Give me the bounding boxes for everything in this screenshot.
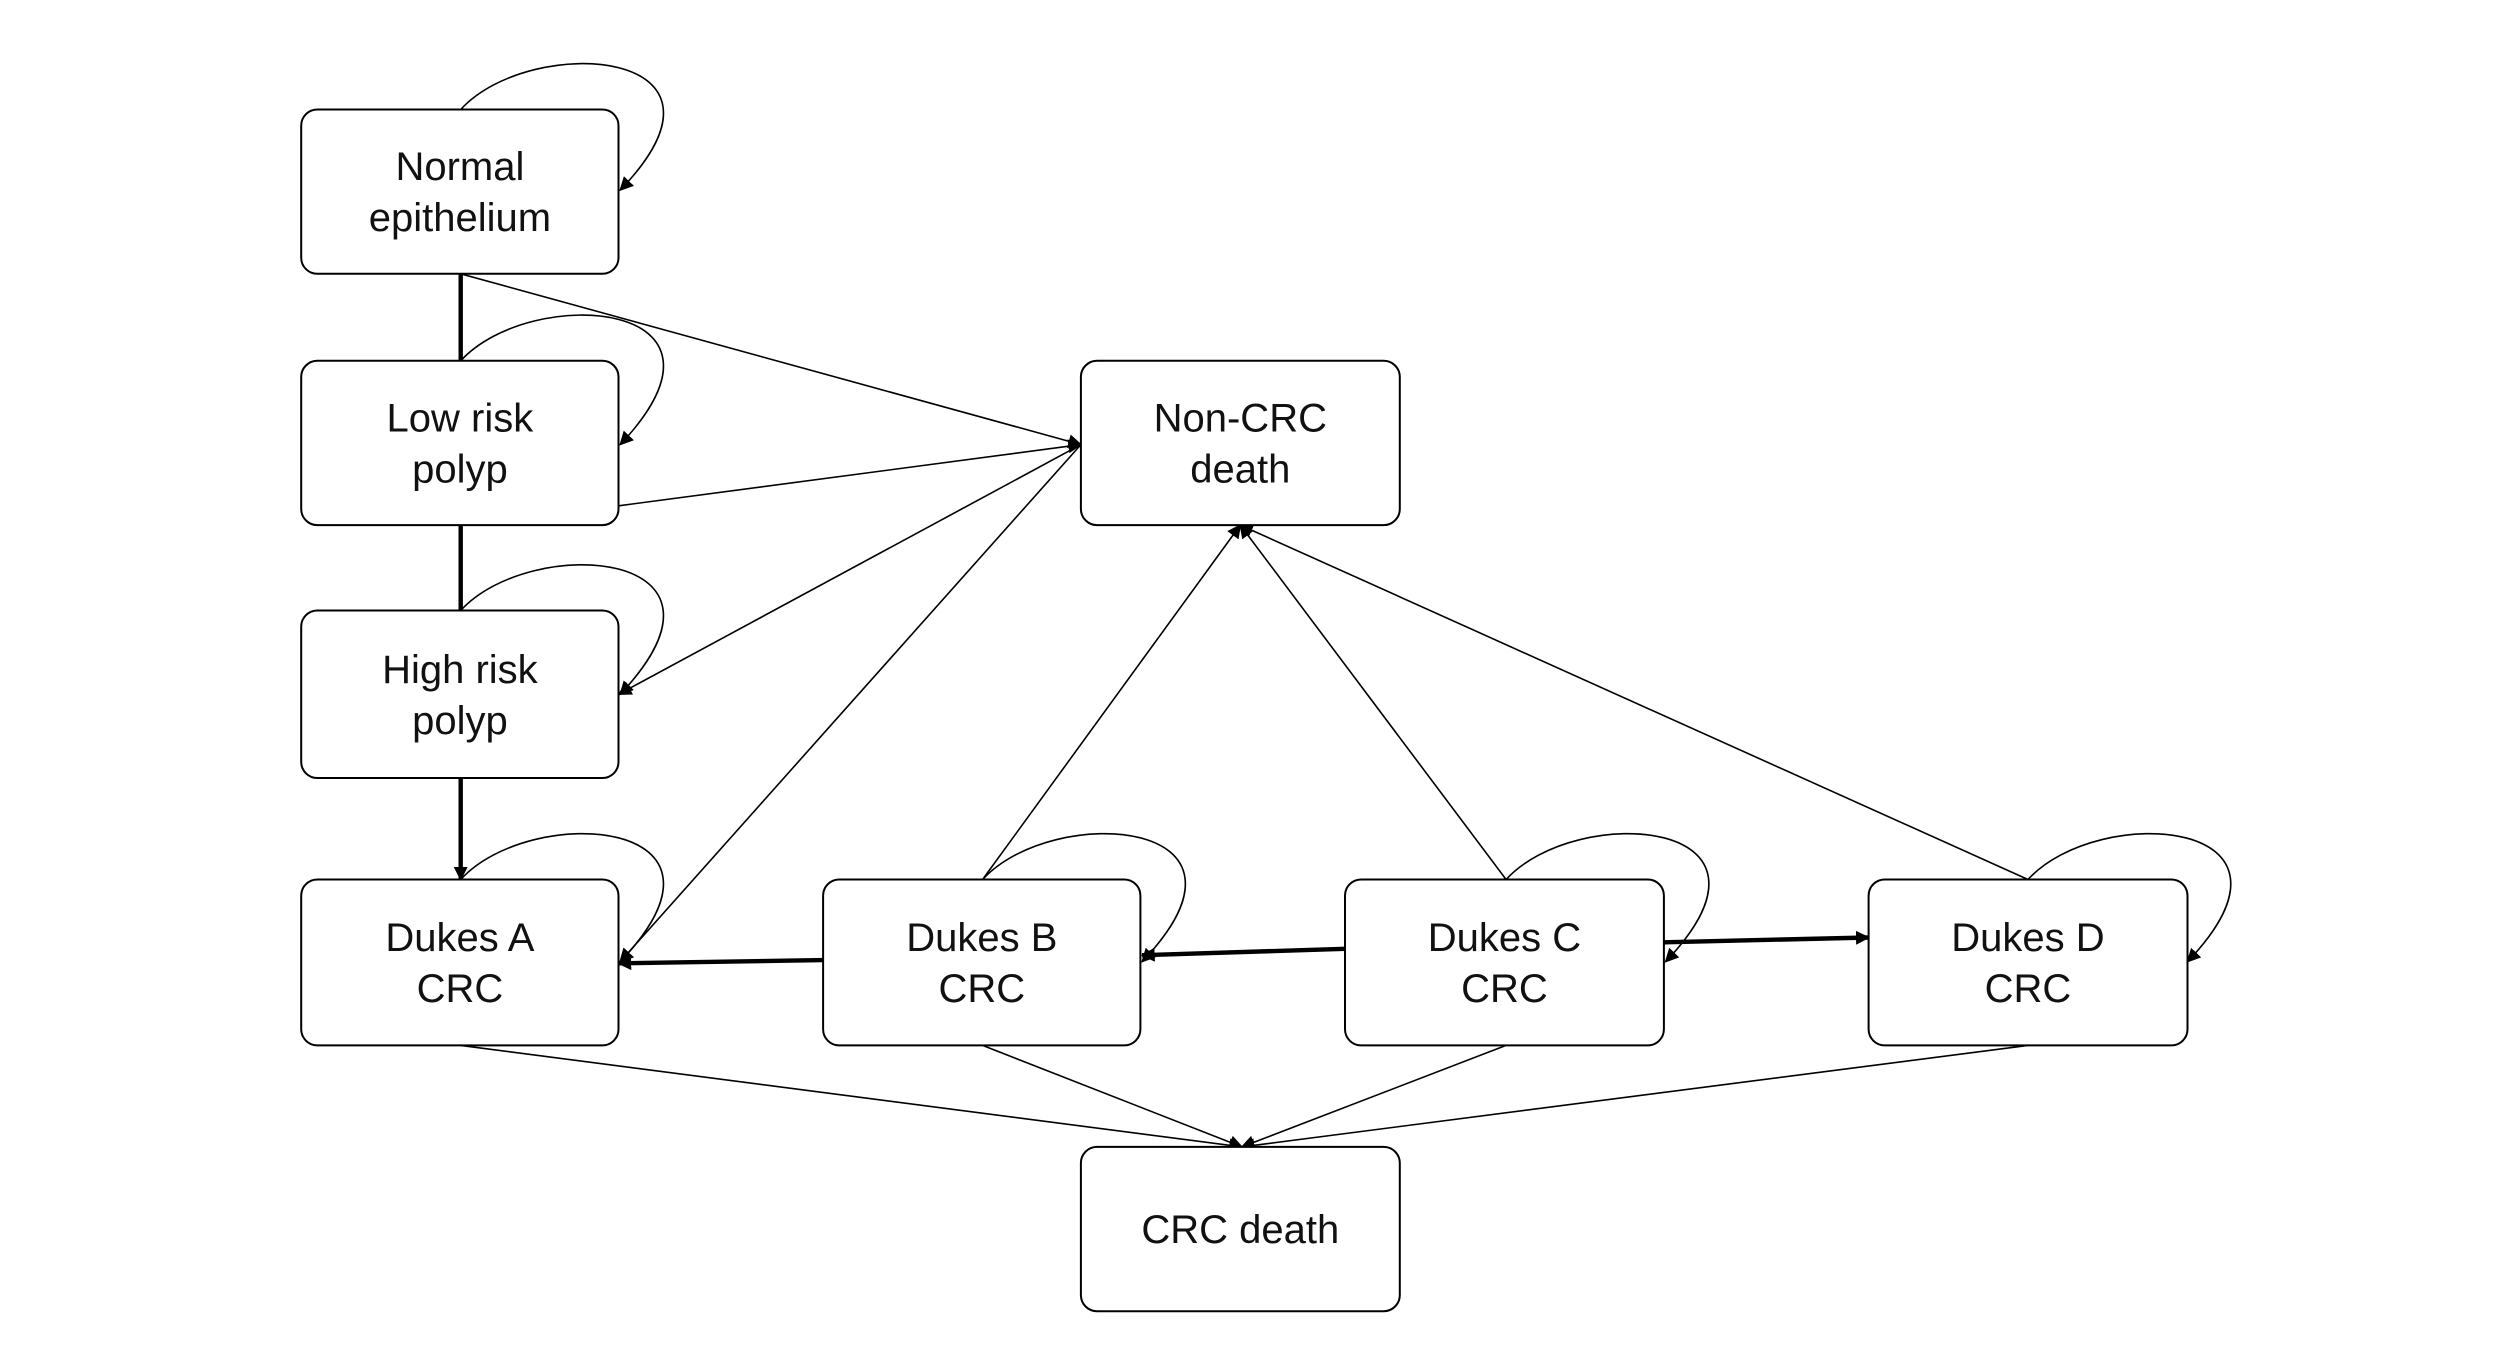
edge-highrisk-to-highrisk (460, 564, 665, 696)
edge-noncrc-to-highrisk (617, 443, 1082, 696)
node-label: Dukes C (1428, 916, 1581, 960)
edge-noncrc-to-dukesA (619, 444, 1082, 963)
node-label: epithelium (369, 196, 551, 240)
edge-dukesB-to-dukesA (617, 956, 824, 971)
edge-dukesC-to-dukesC (1505, 832, 1710, 963)
node-label: CRC (938, 967, 1025, 1011)
node-label: death (1190, 448, 1290, 492)
edge-dukesB-to-crcdeath (982, 1044, 1244, 1149)
node-box (300, 878, 620, 1047)
node-dukesC: Dukes C CRC (1344, 878, 1665, 1047)
edge-dukesA-to-crcdeath (460, 1044, 1244, 1153)
node-label: Non-CRC (1154, 397, 1327, 441)
edge-dukesB-to-noncrc (981, 523, 1242, 880)
edge-lowrisk-to-lowrisk (460, 314, 665, 446)
node-label: Normal (395, 145, 524, 189)
edge-dukesA-to-dukesA (460, 832, 665, 963)
node-label: Dukes A (385, 916, 534, 960)
node-crcdeath: CRC death (1079, 1145, 1401, 1313)
edge-dukesC-to-noncrc (1239, 523, 1507, 880)
node-label: CRC (1461, 967, 1548, 1011)
node-label: High risk (382, 648, 539, 692)
node-lowrisk: Low risk polyp (300, 359, 620, 527)
node-box (1344, 878, 1665, 1047)
node-box (300, 359, 620, 527)
node-label: polyp (412, 448, 508, 492)
node-box (1079, 1145, 1401, 1313)
edge-dukesC-to-crcdeath (1240, 1044, 1507, 1149)
edges-layer (453, 62, 2232, 1153)
node-dukesD: Dukes D CRC (1867, 878, 2189, 1047)
edge-dukesB-to-dukesB (982, 832, 1186, 963)
edge-dukesC-to-dukesD (1663, 930, 1870, 945)
node-dukesB: Dukes B CRC (822, 878, 1142, 1047)
node-normal: Normal epithelium (300, 108, 620, 275)
node-label: Low risk (387, 397, 535, 441)
node-highrisk: High risk polyp (300, 609, 620, 779)
edge-dukesD-to-noncrc (1239, 523, 2029, 881)
edge-dukesD-to-crcdeath (1240, 1044, 2029, 1153)
edge-normal-to-noncrc (460, 273, 1083, 449)
node-label: CRC (417, 967, 504, 1011)
node-box (1867, 878, 2189, 1047)
node-label: CRC (1985, 967, 2072, 1011)
node-box (1079, 359, 1401, 527)
node-box (822, 878, 1142, 1047)
edge-normal-to-normal (460, 62, 665, 192)
node-label: polyp (412, 699, 508, 743)
node-label: Dukes B (906, 916, 1057, 960)
node-noncrc: Non-CRC death (1079, 359, 1401, 527)
node-dukesA: Dukes A CRC (300, 878, 620, 1047)
node-label: Dukes D (1951, 916, 2104, 960)
edge-dukesC-to-dukesB (1140, 946, 1346, 962)
node-box (300, 609, 620, 779)
edge-lowrisk-to-noncrc (618, 439, 1083, 507)
edge-dukesD-to-dukesD (2027, 832, 2232, 963)
node-label: CRC death (1141, 1208, 1339, 1252)
node-box (300, 108, 620, 275)
